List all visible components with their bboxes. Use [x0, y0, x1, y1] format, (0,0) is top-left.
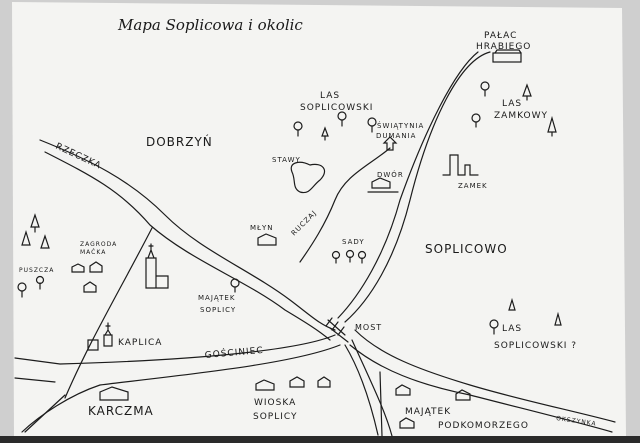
- label-zamek: ZAMEK: [458, 182, 488, 190]
- label-zagroda-1: ZAGRODA: [80, 241, 117, 248]
- label-las-soplicowski-q-1: LAS: [502, 324, 522, 334]
- label-las-soplicowski-1: LAS: [320, 91, 340, 101]
- label-majatek-soplicy-1: MAJĄTEK: [198, 294, 235, 302]
- label-las-soplicowski-2: SOPLICOWSKI: [300, 103, 373, 113]
- label-swiatynia-1: ŚWIĄTYNIA: [377, 121, 424, 130]
- label-palace-1: PAŁAC: [484, 31, 517, 41]
- label-soplicowo: SOPLICOWO: [425, 242, 508, 256]
- label-las-soplicowski-q-2: SOPLICOWSKI ?: [494, 341, 577, 351]
- label-palace-2: HRABIEGO: [476, 42, 531, 52]
- bridge-icon: [325, 317, 349, 343]
- label-podkomorzego-1: MAJĄTEK: [405, 407, 451, 417]
- roads: [14, 51, 491, 437]
- pond-stawy: [290, 161, 325, 194]
- label-swiatynia-2: DUMANIA: [376, 132, 416, 140]
- label-podkomorzego-2: PODKOMORZEGO: [438, 421, 529, 431]
- palace-icon: [492, 49, 522, 63]
- castle-ruin-icon: [442, 154, 479, 176]
- bottom-edge: [0, 436, 640, 443]
- label-las-zamkowy-2: ZAMKOWY: [494, 111, 548, 121]
- label-kaplica: KAPLICA: [118, 338, 162, 348]
- temple-icon: [382, 136, 398, 151]
- map-title: Mapa Soplicowa i okolic: [117, 16, 303, 34]
- label-mlyn: MŁYN: [250, 224, 274, 232]
- label-majatek-soplicy-2: SOPLICY: [200, 306, 236, 314]
- label-karczma: KARCZMA: [88, 404, 154, 418]
- chapel-icon: [87, 322, 113, 351]
- label-wioska-1: WIOSKA: [254, 398, 296, 408]
- label-dobrzyn: DOBRZYŃ: [146, 134, 213, 149]
- label-stawy: STAWY: [272, 156, 301, 164]
- label-zagroda-2: MAĆKA: [80, 249, 106, 256]
- label-las-zamkowy-1: LAS: [502, 99, 522, 109]
- label-puszcza: PUSZCZA: [19, 267, 54, 274]
- stream-ruczaj: [299, 147, 391, 263]
- label-dwor: DWÓR: [377, 170, 404, 179]
- river-rzeczka: [39, 139, 616, 433]
- label-most: MOST: [355, 323, 382, 332]
- tree-icons: [17, 81, 562, 335]
- house-icons: [71, 177, 471, 429]
- label-sady: SADY: [342, 238, 365, 246]
- label-wioska-2: SOPLICY: [253, 412, 298, 422]
- church-icon: [145, 243, 169, 289]
- paper-sheet: [12, 2, 626, 436]
